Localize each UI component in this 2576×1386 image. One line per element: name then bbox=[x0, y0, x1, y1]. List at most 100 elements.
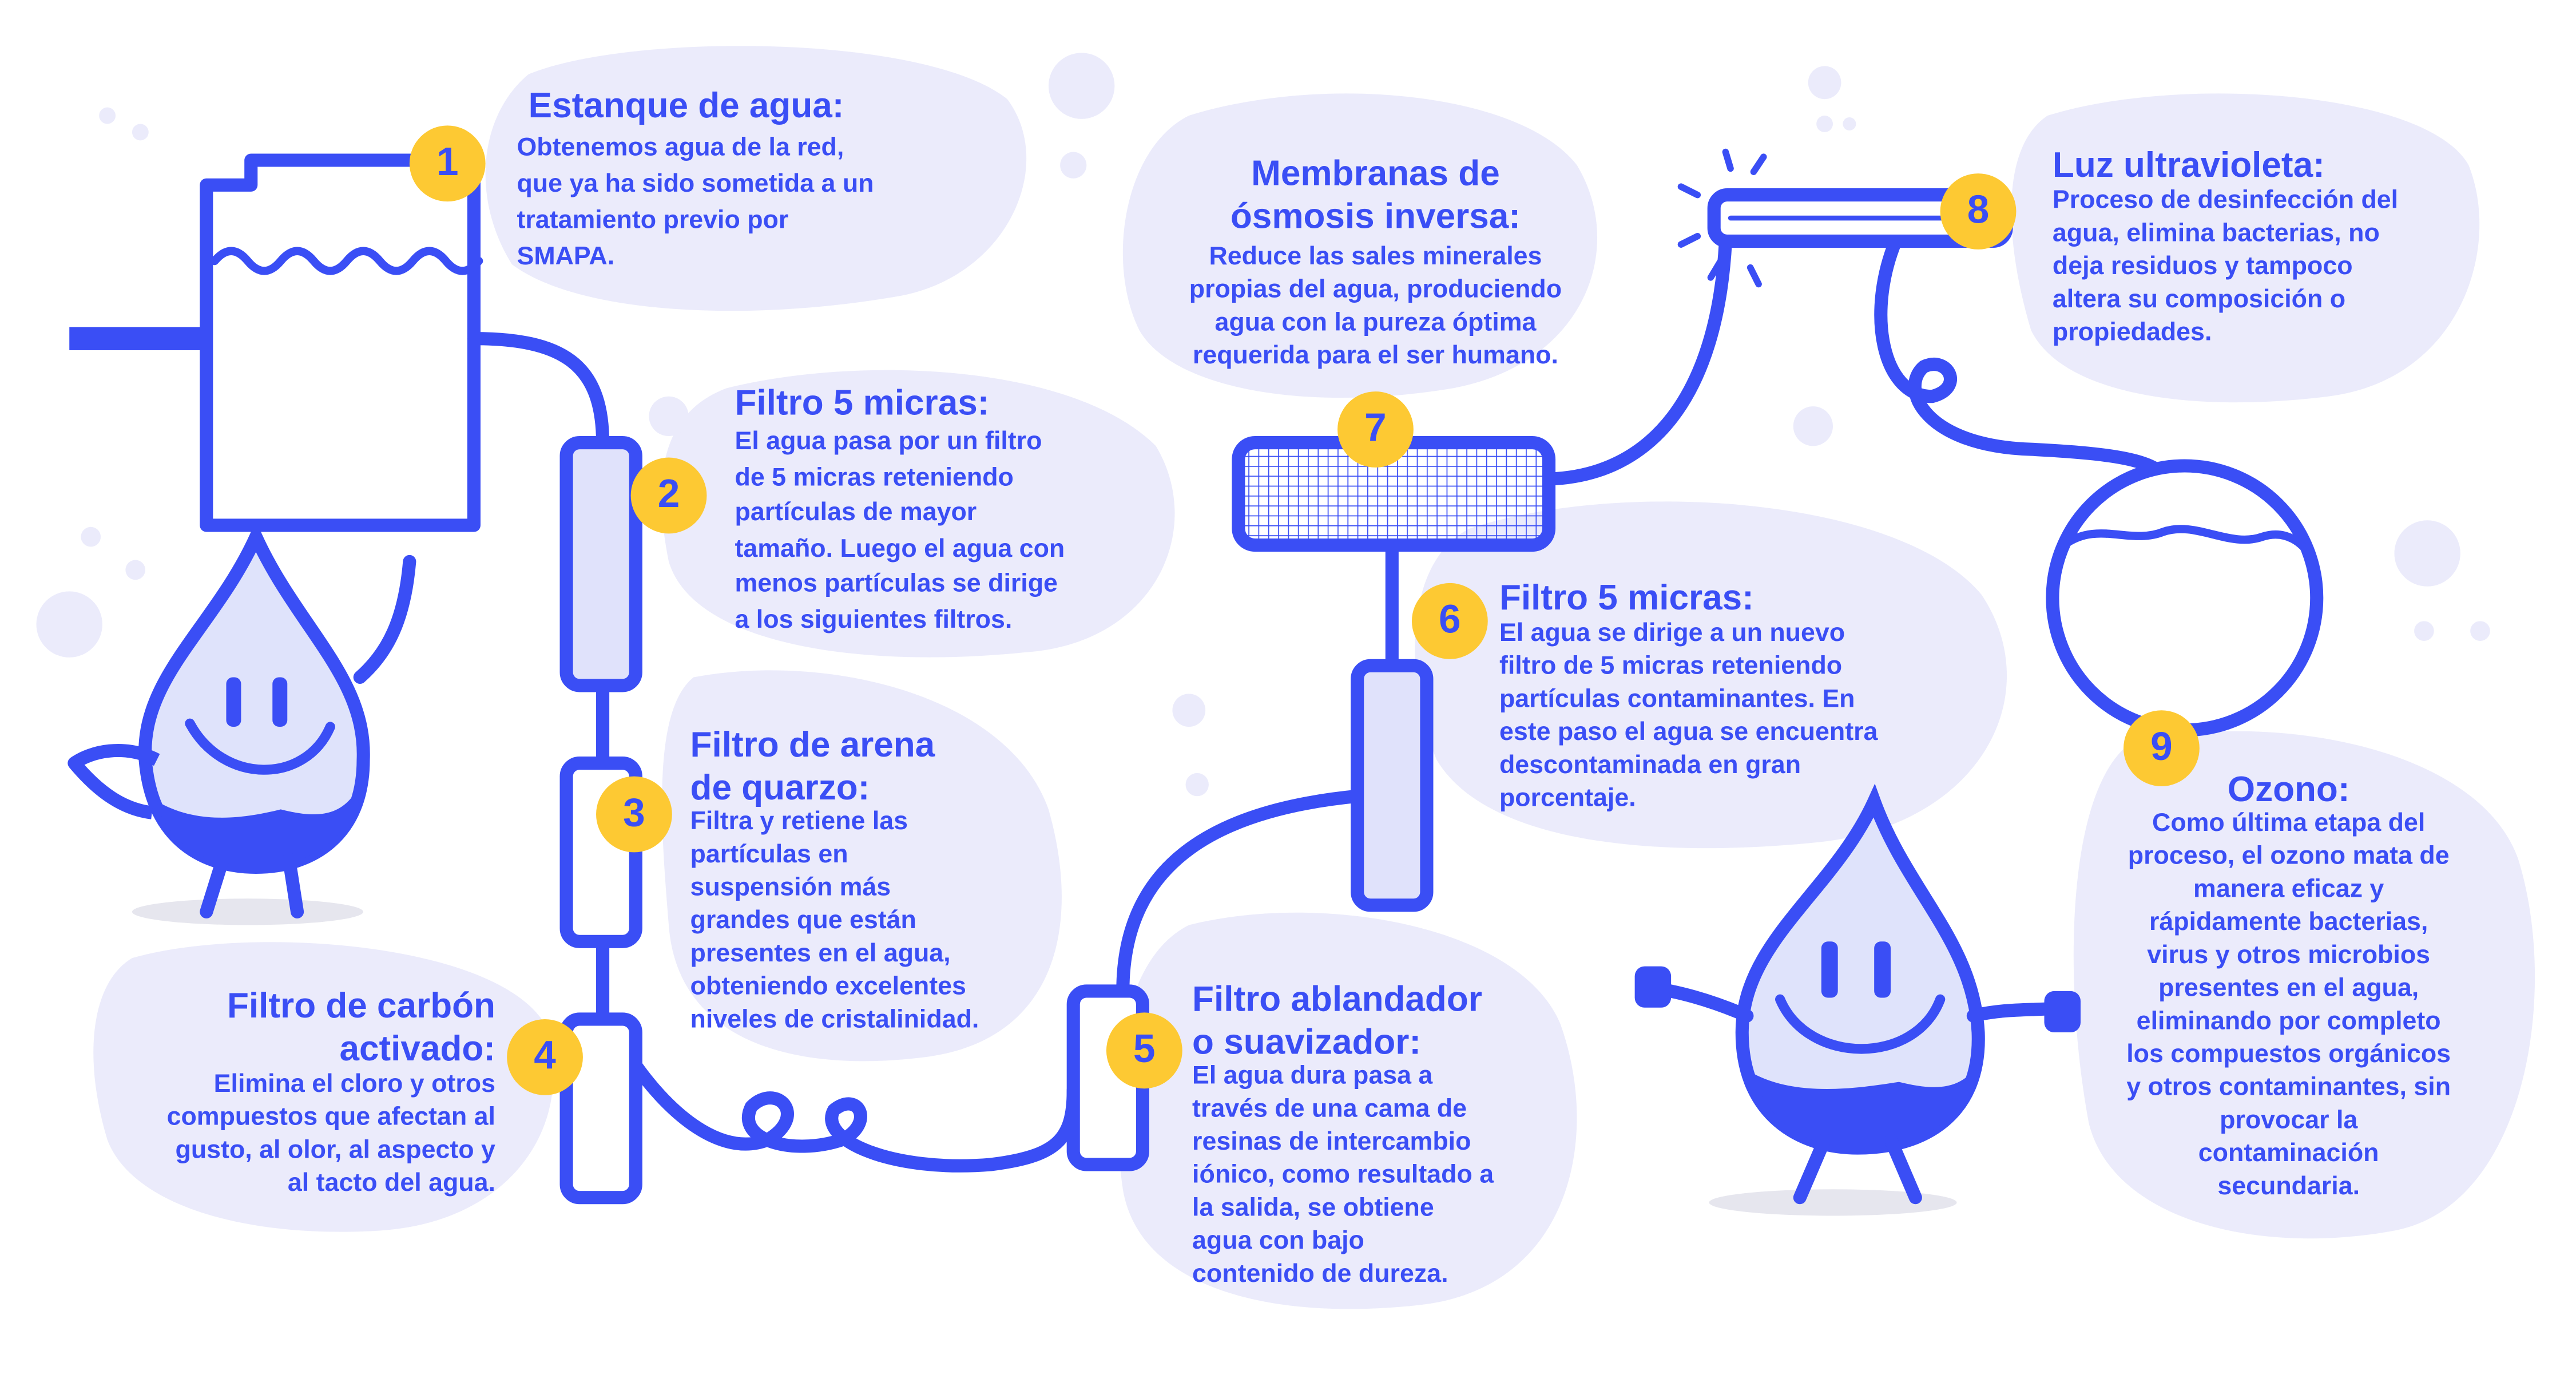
filter-6 bbox=[1351, 659, 1434, 912]
step-6-title: Filtro 5 micras: bbox=[1499, 578, 1754, 617]
text-line: suspensión más bbox=[690, 873, 891, 902]
title-line: ósmosis inversa: bbox=[1230, 196, 1521, 236]
text-line: y otros contaminantes, sin bbox=[2126, 1074, 2451, 1102]
step-9-text: Como última etapa del proceso, el ozono m… bbox=[2041, 807, 2537, 1204]
filter-4 bbox=[559, 1012, 642, 1205]
text-line: al tacto del agua. bbox=[287, 1169, 495, 1198]
blob-9 bbox=[2073, 731, 2535, 1239]
text-line: de 5 micras reteniendo bbox=[735, 463, 1014, 492]
step-9-badge: 9 bbox=[2123, 710, 2200, 786]
title-line: Membranas de bbox=[1251, 153, 1500, 193]
text-line: El agua se dirige a un nuevo bbox=[1499, 619, 1845, 648]
blob-8 bbox=[2011, 93, 2480, 403]
blob-6 bbox=[1415, 501, 2007, 849]
pipe-membrane-to-uv bbox=[1542, 234, 1732, 486]
ozone-chamber bbox=[2046, 459, 2324, 737]
text-line: agua con bajo bbox=[1192, 1227, 1364, 1256]
step-5-text: El agua dura pasa a través de una cama de… bbox=[1192, 1060, 1494, 1292]
uv-light-rays-icon bbox=[1677, 148, 1767, 288]
text-line: manera eficaz y bbox=[2193, 875, 2384, 904]
text-line: Filtra y retiene las bbox=[690, 807, 908, 836]
title-line: Luz ultravioleta: bbox=[2052, 145, 2325, 185]
text-line: contaminación bbox=[2198, 1139, 2379, 1168]
text-line: El agua dura pasa a bbox=[1192, 1062, 1433, 1091]
text-line: Elimina el cloro y otros bbox=[213, 1070, 495, 1099]
text-line: rápidamente bacterias, bbox=[2149, 908, 2428, 937]
step-1-title: Estanque de agua: bbox=[529, 86, 844, 125]
title-line: Filtro 5 micras: bbox=[1499, 578, 1754, 618]
text-line: Proceso de desinfección del bbox=[2052, 187, 2399, 215]
title-line: activado: bbox=[339, 1029, 495, 1069]
pipe-tank-to-filter2 bbox=[467, 332, 610, 450]
text-line: propiedades. bbox=[2052, 319, 2212, 347]
step-2-badge: 2 bbox=[630, 457, 707, 534]
text-line: contenido de dureza. bbox=[1192, 1260, 1448, 1289]
title-line: Ozono: bbox=[2227, 770, 2350, 810]
step-7-text: Reduce las sales minerales propias del ag… bbox=[1128, 241, 1623, 373]
step-1-text: Obtenemos agua de la red, que ya ha sido … bbox=[517, 130, 874, 276]
text-line: presentes en el agua, bbox=[690, 940, 951, 968]
step-6-badge: 6 bbox=[1411, 583, 1488, 659]
step-9-title: Ozono: bbox=[2041, 770, 2537, 809]
text-line: compuestos que afectan al bbox=[166, 1103, 495, 1132]
title-line: o suavizador: bbox=[1192, 1022, 1422, 1063]
text-line: menos partículas se dirige bbox=[735, 569, 1058, 598]
pipe-filter4-to-filter5 bbox=[629, 1059, 1080, 1173]
text-line: a los siguientes filtros. bbox=[735, 605, 1013, 633]
title-line: Filtro de arena bbox=[690, 725, 935, 765]
title-line: Filtro de carbón bbox=[227, 986, 495, 1026]
tank bbox=[200, 153, 481, 532]
blob-5 bbox=[1117, 912, 1577, 1309]
blob-1 bbox=[485, 46, 1027, 311]
text-line: agua con la pureza óptima bbox=[1214, 308, 1537, 337]
text-line: eliminando por completo bbox=[2136, 1007, 2441, 1036]
step-8-text: Proceso de desinfección del agua, elimina… bbox=[2053, 185, 2398, 350]
step-4-badge: 4 bbox=[507, 1019, 583, 1095]
droplet-mascot-right bbox=[1634, 783, 2081, 1216]
text-line: tratamiento previo por bbox=[517, 206, 789, 235]
text-line: porcentaje. bbox=[1499, 785, 1636, 813]
blob-3 bbox=[662, 670, 1062, 1062]
step-4-text: Elimina el cloro y otros compuestos que a… bbox=[167, 1069, 495, 1201]
title-line: Filtro 5 micras: bbox=[735, 383, 990, 423]
text-line: SMAPA. bbox=[517, 243, 615, 271]
text-line: Reduce las sales minerales bbox=[1209, 243, 1542, 271]
text-line: propias del agua, produciendo bbox=[1189, 276, 1562, 304]
text-line: partículas en bbox=[690, 841, 848, 869]
blob-4 bbox=[93, 942, 554, 1232]
text-line: provocar la bbox=[2220, 1106, 2358, 1135]
text-line: El agua pasa por un filtro bbox=[735, 427, 1042, 456]
text-line: descontaminada en gran bbox=[1499, 751, 1801, 780]
text-line: que ya ha sido sometida a un bbox=[517, 170, 874, 199]
title-line: Filtro ablandador bbox=[1192, 979, 1482, 1019]
blob-2 bbox=[661, 370, 1175, 658]
pipe-uv-to-ozone bbox=[1874, 234, 2178, 494]
step-2-title: Filtro 5 micras: bbox=[735, 383, 989, 423]
text-line: agua, elimina bacterias, no bbox=[2052, 219, 2380, 248]
text-line: virus y otros microbios bbox=[2147, 941, 2431, 970]
text-line: gusto, al olor, al aspecto y bbox=[175, 1136, 495, 1165]
text-line: proceso, el ozono mata de bbox=[2128, 842, 2450, 871]
text-line: tamaño. Luego el agua con bbox=[735, 534, 1065, 563]
background-blobs bbox=[36, 46, 2535, 1309]
text-line: través de una cama de bbox=[1192, 1095, 1467, 1123]
text-line: iónico, como resultado a bbox=[1192, 1161, 1494, 1190]
text-line: altera su composición o bbox=[2052, 286, 2346, 314]
step-3-text: Filtra y retiene las partículas en suspens… bbox=[690, 806, 979, 1037]
text-line: secundaria. bbox=[2217, 1173, 2360, 1201]
text-line: partículas de mayor bbox=[735, 498, 977, 527]
text-line: Como última etapa del bbox=[2152, 809, 2426, 838]
text-line: niveles de cristalinidad. bbox=[690, 1005, 979, 1034]
step-2-text: El agua pasa por un filtro de 5 micras re… bbox=[735, 425, 1065, 637]
text-line: Obtenemos agua de la red, bbox=[517, 133, 844, 162]
text-line: requerida para el ser humano. bbox=[1192, 342, 1558, 370]
text-line: grandes que están bbox=[690, 906, 916, 935]
step-3-badge: 3 bbox=[596, 776, 672, 853]
